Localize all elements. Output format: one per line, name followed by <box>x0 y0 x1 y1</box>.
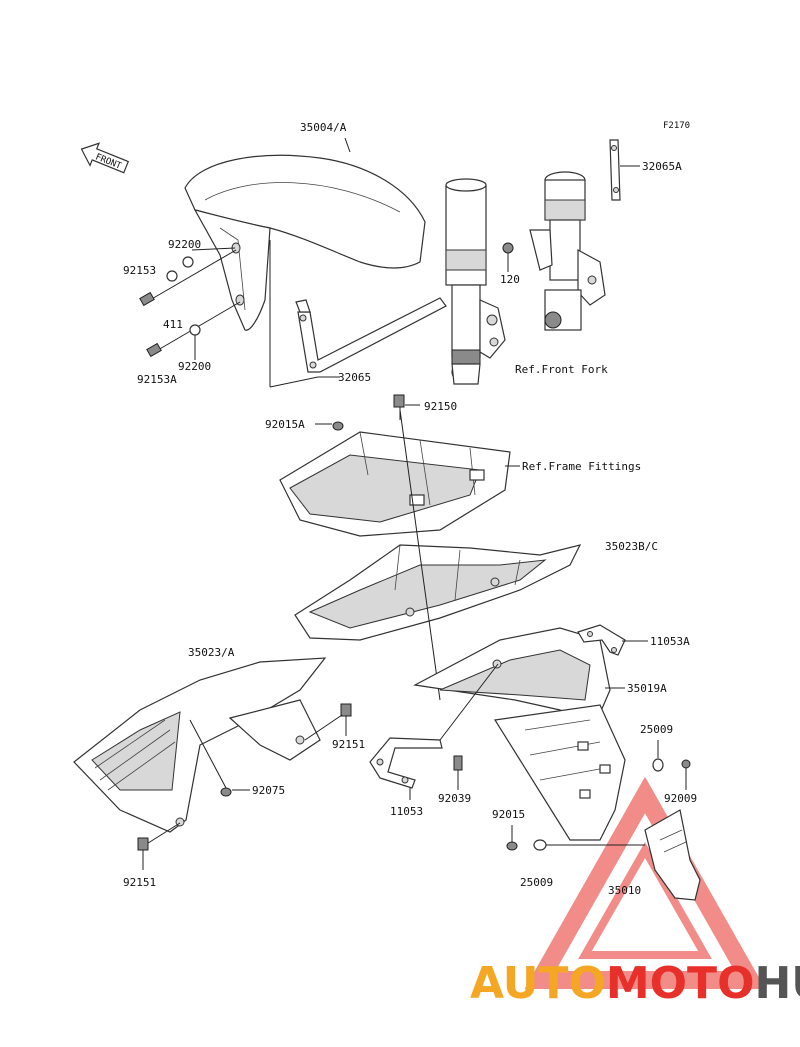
label-32065A: 32065A <box>642 160 682 173</box>
label-92009: 92009 <box>664 792 697 805</box>
bracket-11053 <box>369 737 443 789</box>
label-25009-upper: 25009 <box>640 723 673 736</box>
label-ref-front-fork: Ref.Front Fork <box>515 363 608 376</box>
watermark-hub: HUB <box>754 958 800 1009</box>
label-92039: 92039 <box>438 792 471 805</box>
label-92015: 92015 <box>492 808 525 821</box>
front-fender <box>184 154 426 331</box>
label-92153A: 92153A <box>137 373 177 386</box>
watermark-text: AUTOMOTOHUB <box>470 958 800 1009</box>
watermark-auto: AUTO <box>470 958 606 1009</box>
label-11053A: 11053A <box>650 635 690 648</box>
label-92151-right: 92151 <box>332 738 365 751</box>
side-cover-left <box>73 657 327 833</box>
under-tray <box>294 544 582 641</box>
label-35019A: 35019A <box>627 682 667 695</box>
label-92151-bottom: 92151 <box>123 876 156 889</box>
label-35023A: 35023/A <box>188 646 235 659</box>
label-35023BC: 35023B/C <box>605 540 658 553</box>
label-92200-upper: 92200 <box>168 238 201 251</box>
label-92075: 92075 <box>252 784 285 797</box>
label-11053: 11053 <box>390 805 423 818</box>
front-fork-left <box>445 178 506 385</box>
label-411: 411 <box>163 318 183 331</box>
license-plate-bracket <box>644 809 701 901</box>
diagram-code: F2170 <box>663 121 690 131</box>
rear-fender-flap <box>413 627 626 841</box>
label-92150: 92150 <box>424 400 457 413</box>
label-120: 120 <box>500 273 520 286</box>
label-92015A: 92015A <box>265 418 305 431</box>
label-ref-frame-fittings: Ref.Frame Fittings <box>522 460 641 473</box>
front-arrow-icon: FRONT <box>80 142 130 174</box>
label-35010: 35010 <box>608 884 641 897</box>
fender-brace-right <box>609 139 621 201</box>
front-fork-right <box>529 171 606 331</box>
label-92153: 92153 <box>123 264 156 277</box>
fender-brace <box>295 297 447 373</box>
label-92200-lower: 92200 <box>178 360 211 373</box>
inner-cover-frame-fittings <box>279 431 511 537</box>
svg-text:AUTOMOTOHUB: AUTOMOTOHUB <box>470 958 800 1009</box>
label-35004A: 35004/A <box>300 121 347 134</box>
label-25009-lower: 25009 <box>520 876 553 889</box>
watermark-moto: MOTO <box>606 958 755 1009</box>
bracket-11053A <box>577 624 626 656</box>
label-32065: 32065 <box>338 371 371 384</box>
